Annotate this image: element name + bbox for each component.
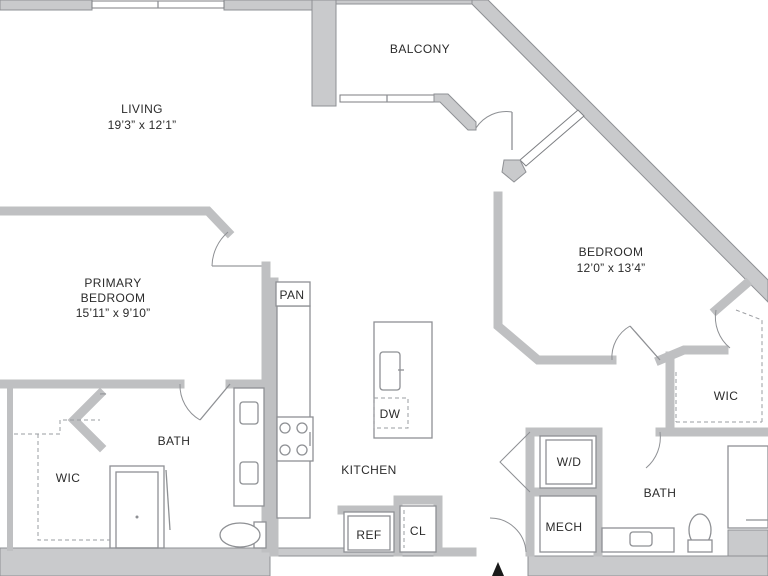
bedroom-window <box>519 109 585 167</box>
closet <box>399 505 437 553</box>
primary-wic-label: WIC <box>56 471 81 485</box>
balcony-label: BALCONY <box>390 42 450 56</box>
mech-label: MECH <box>546 520 583 534</box>
second-wic-label: WIC <box>714 389 739 403</box>
cl-label: CL <box>410 524 426 538</box>
primary-bedroom-label-1: PRIMARY <box>84 276 141 290</box>
kitchen-counter <box>276 305 311 519</box>
mech-closet <box>539 495 597 553</box>
pan-label: PAN <box>280 288 305 302</box>
pantry <box>275 281 311 307</box>
bedroom-label: BEDROOM <box>579 245 644 259</box>
fixtures <box>14 281 768 553</box>
interior-walls <box>0 191 768 557</box>
ref-label: REF <box>356 528 381 542</box>
bedroom-dims: 12’0” x 13’4” <box>577 261 646 275</box>
living-label: LIVING <box>121 102 163 116</box>
primary-shower <box>109 465 165 549</box>
primary-bedroom-label-2: BEDROOM <box>81 291 146 305</box>
second-bath-label: BATH <box>644 486 677 500</box>
door-swings <box>99 111 731 553</box>
dw-label: DW <box>380 407 401 421</box>
living-dims: 19’3” x 12’1” <box>108 118 177 132</box>
entry-arrow-icon <box>492 562 504 576</box>
kitchen-label: KITCHEN <box>341 463 396 477</box>
second-tub <box>727 445 768 529</box>
primary-bedroom-dims: 15’11” x 9’10” <box>76 306 151 320</box>
primary-bath-label: BATH <box>158 434 191 448</box>
room-labels: BALCONY LIVING 19’3” x 12’1” BEDROOM 12’… <box>56 42 739 542</box>
wd-label: W/D <box>557 455 582 469</box>
